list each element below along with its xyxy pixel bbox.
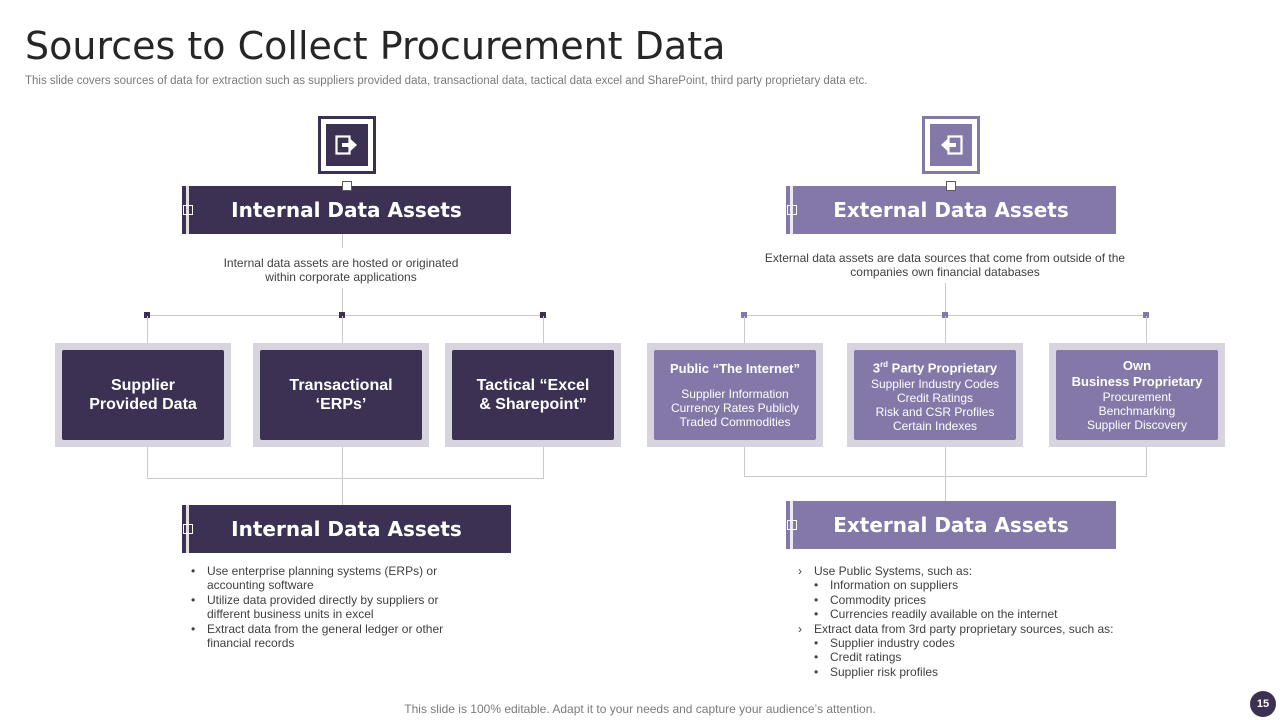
- connector: [945, 316, 946, 344]
- external-bottom-label: External Data Assets: [833, 513, 1069, 537]
- list-item: • Commodity prices: [814, 592, 927, 607]
- page-number-badge: 15: [1250, 691, 1276, 717]
- connector: [543, 316, 544, 344]
- connector-node: [942, 312, 948, 318]
- external-card-third-party: 3rd Party Proprietary Supplier Industry …: [847, 343, 1023, 447]
- internal-bottom-label: Internal Data Assets: [231, 517, 462, 541]
- external-description: External data assets are data sources th…: [764, 251, 1126, 279]
- connector: [945, 447, 946, 501]
- connector: [342, 447, 343, 505]
- external-bullet-list: › Use Public Systems, such as: • Informa…: [794, 564, 1154, 679]
- external-header-label: External Data Assets: [833, 198, 1069, 222]
- internal-card-transactional: Transactional ‘ERPs’: [253, 343, 429, 447]
- internal-description: Internal data assets are hosted or origi…: [223, 256, 459, 284]
- internal-card-supplier: Supplier Provided Data: [55, 343, 231, 447]
- internal-icon-frame: [318, 116, 376, 174]
- connector-node: [946, 181, 956, 191]
- connector-node: [144, 312, 150, 318]
- list-item: • Extract data from the general ledger o…: [191, 621, 444, 651]
- connector: [1146, 316, 1147, 344]
- connector-node: [741, 312, 747, 318]
- connector: [147, 447, 148, 478]
- internal-card-tactical: Tactical “Excel & Sharepoint”: [445, 343, 621, 447]
- external-icon-frame: [922, 116, 980, 174]
- connector-node: [339, 312, 345, 318]
- list-item: • Utilize data provided directly by supp…: [191, 592, 439, 622]
- connector: [744, 447, 745, 476]
- connector: [342, 316, 343, 344]
- connector: [744, 316, 745, 344]
- internal-bullet-list: • Use enterprise planning systems (ERPs)…: [187, 564, 477, 650]
- page-subtitle: This slide covers sources of data for ex…: [25, 75, 868, 87]
- list-item: › Use Public Systems, such as:: [798, 564, 973, 578]
- list-item: › Extract data from 3rd party proprietar…: [798, 621, 1114, 636]
- sign-in-icon: [930, 124, 972, 166]
- list-item: • Supplier risk profiles: [814, 664, 939, 679]
- internal-header-label: Internal Data Assets: [231, 198, 462, 222]
- sign-out-icon: [326, 124, 368, 166]
- list-item: • Information on suppliers: [814, 578, 959, 593]
- connector: [342, 234, 343, 248]
- page-title: Sources to Collect Procurement Data: [25, 24, 726, 68]
- internal-connector-top: [147, 315, 544, 316]
- connector-node: [1143, 312, 1149, 318]
- list-item: • Use enterprise planning systems (ERPs)…: [191, 564, 438, 593]
- list-item: • Credit ratings: [814, 650, 902, 665]
- external-card-own-business: Own Business Proprietary Procurement Ben…: [1049, 343, 1225, 447]
- connector: [147, 316, 148, 344]
- external-header-bar: External Data Assets: [786, 181, 1116, 234]
- external-card-public-internet: Public “The Internet” Supplier Informati…: [647, 343, 823, 447]
- internal-connector-bottom: [147, 478, 544, 479]
- list-item: • Supplier industry codes: [814, 636, 955, 651]
- internal-bottom-header-bar: Internal Data Assets: [182, 505, 511, 553]
- connector: [342, 288, 343, 315]
- connector: [1146, 447, 1147, 476]
- connector-node: [540, 312, 546, 318]
- connector-node: [341, 181, 352, 191]
- internal-header-bar: Internal Data Assets: [182, 181, 511, 234]
- external-bottom-header-bar: External Data Assets: [786, 501, 1116, 549]
- connector: [945, 283, 946, 315]
- connector: [543, 447, 544, 478]
- footer-text: This slide is 100% editable. Adapt it to…: [404, 702, 876, 716]
- list-item: • Currencies readily available on the in…: [814, 607, 1058, 622]
